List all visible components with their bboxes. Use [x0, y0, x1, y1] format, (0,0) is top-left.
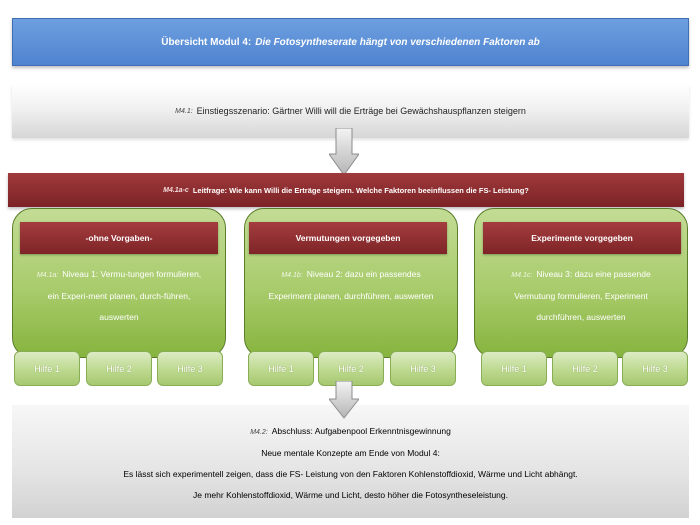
level-2-title: Vermutungen vorgegeben: [249, 222, 447, 254]
scenario-text: Einstiegsszenario: Gärtner Willi will di…: [196, 106, 526, 116]
level-1-line-2: ein Experi-ment planen, durch-führen,: [47, 291, 191, 301]
conclusion-line-1: Neue mentale Konzepte am Ende von Modul …: [261, 448, 440, 458]
level-2-help-1-button[interactable]: Hilfe 1: [248, 351, 314, 386]
level-1-line-3: auswerten: [99, 312, 139, 322]
conclusion-box: M4.2:Abschluss: Aufgabenpool Erkenntnisg…: [12, 405, 689, 518]
level-3-help-3-button[interactable]: Hilfe 3: [622, 351, 688, 386]
level-3-line-3: durchführen, auswerten: [536, 312, 626, 322]
scenario-code: M4.1:: [175, 107, 193, 115]
module-overview-title: Übersicht Modul 4: Die Fotosyntheserate …: [12, 18, 689, 66]
guiding-question-text: Leitfrage: Wie kann Willi die Erträge st…: [192, 185, 529, 195]
level-1-help-1-button[interactable]: Hilfe 1: [14, 351, 80, 386]
level-1-title: -ohne Vorgaben-: [20, 222, 218, 254]
level-1-code: M4.1a:: [36, 272, 59, 279]
conclusion-line-3: Je mehr Kohlenstoffdioxid, Wärme und Lic…: [193, 490, 508, 500]
level-3-code: M4.1c:: [511, 272, 533, 279]
level-2-help-2-button[interactable]: Hilfe 2: [318, 351, 384, 386]
conclusion-line-2: Es lässt sich experimentell zeigen, dass…: [123, 469, 578, 479]
level-1-help-3-button[interactable]: Hilfe 3: [157, 351, 223, 386]
level-2-code: M4.1b:: [281, 272, 303, 279]
module-title-italic: Die Fotosyntheserate hängt von verschied…: [255, 36, 540, 48]
level-3-title: Experimente vorgegeben: [483, 222, 681, 254]
down-arrow-icon: [329, 381, 359, 419]
conclusion-title: Abschluss: Aufgabenpool Erkenntnisgewinn…: [271, 426, 451, 436]
level-1-description: M4.1a:Niveau 1: Vermu-tungen formulieren…: [14, 264, 224, 328]
guiding-question-bar: M4.1a-c Leitfrage: Wie kann Willi die Er…: [8, 173, 684, 207]
module-title-plain: Übersicht Modul 4:: [161, 36, 252, 48]
level-3-description: M4.1c:Niveau 3: dazu eine passende Vermu…: [476, 264, 686, 328]
guiding-question-code: M4.1a-c: [163, 186, 189, 194]
down-arrow-icon: [329, 128, 359, 176]
level-3-help-1-button[interactable]: Hilfe 1: [481, 351, 547, 386]
level-1-line-1: Niveau 1: Vermu-tungen formulieren,: [62, 269, 202, 279]
level-2-line-1: Niveau 2: dazu ein passendes: [306, 269, 421, 279]
level-3-help-2-button[interactable]: Hilfe 2: [552, 351, 618, 386]
conclusion-code: M4.2:: [250, 429, 268, 436]
level-1-help-2-button[interactable]: Hilfe 2: [86, 351, 152, 386]
level-2-help-3-button[interactable]: Hilfe 3: [390, 351, 456, 386]
level-2-description: M4.1b:Niveau 2: dazu ein passendes Exper…: [246, 264, 456, 307]
level-3-line-2: Vermutung formulieren, Experiment: [514, 291, 648, 301]
level-2-line-2: Experiment planen, durchführen, auswerte…: [268, 291, 434, 301]
level-3-line-1: Niveau 3: dazu eine passende: [536, 269, 651, 279]
